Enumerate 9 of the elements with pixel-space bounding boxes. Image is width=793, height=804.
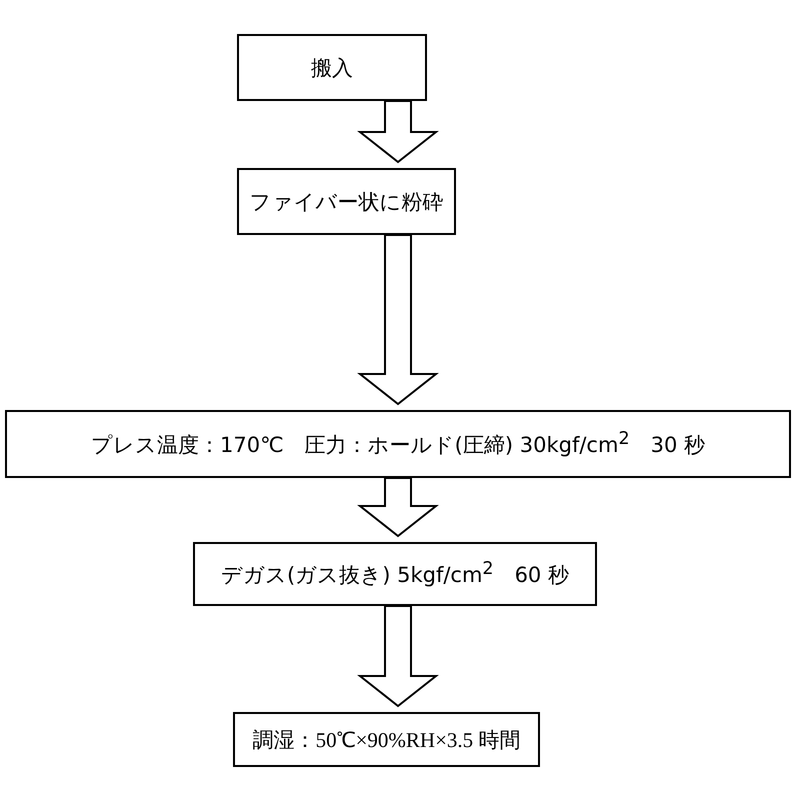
block-arrow [357, 477, 439, 538]
block-arrow [357, 234, 439, 406]
process-box: プレス温度：170℃ 圧力：ホールド(圧締) 30kgf/cm$^{2}$ 30 秒 [5, 410, 791, 478]
process-box: 搬入 [237, 34, 427, 101]
block-arrow [357, 100, 439, 164]
process-box: ファイバー状に粉砕 [237, 168, 456, 235]
process-box: デガス(ガス抜き) 5kgf/cm$^{2}$ 60 秒 [193, 542, 597, 606]
block-arrow [357, 605, 439, 708]
process-box: 調湿：50℃×90%RH×3.5 時間 [233, 712, 540, 767]
